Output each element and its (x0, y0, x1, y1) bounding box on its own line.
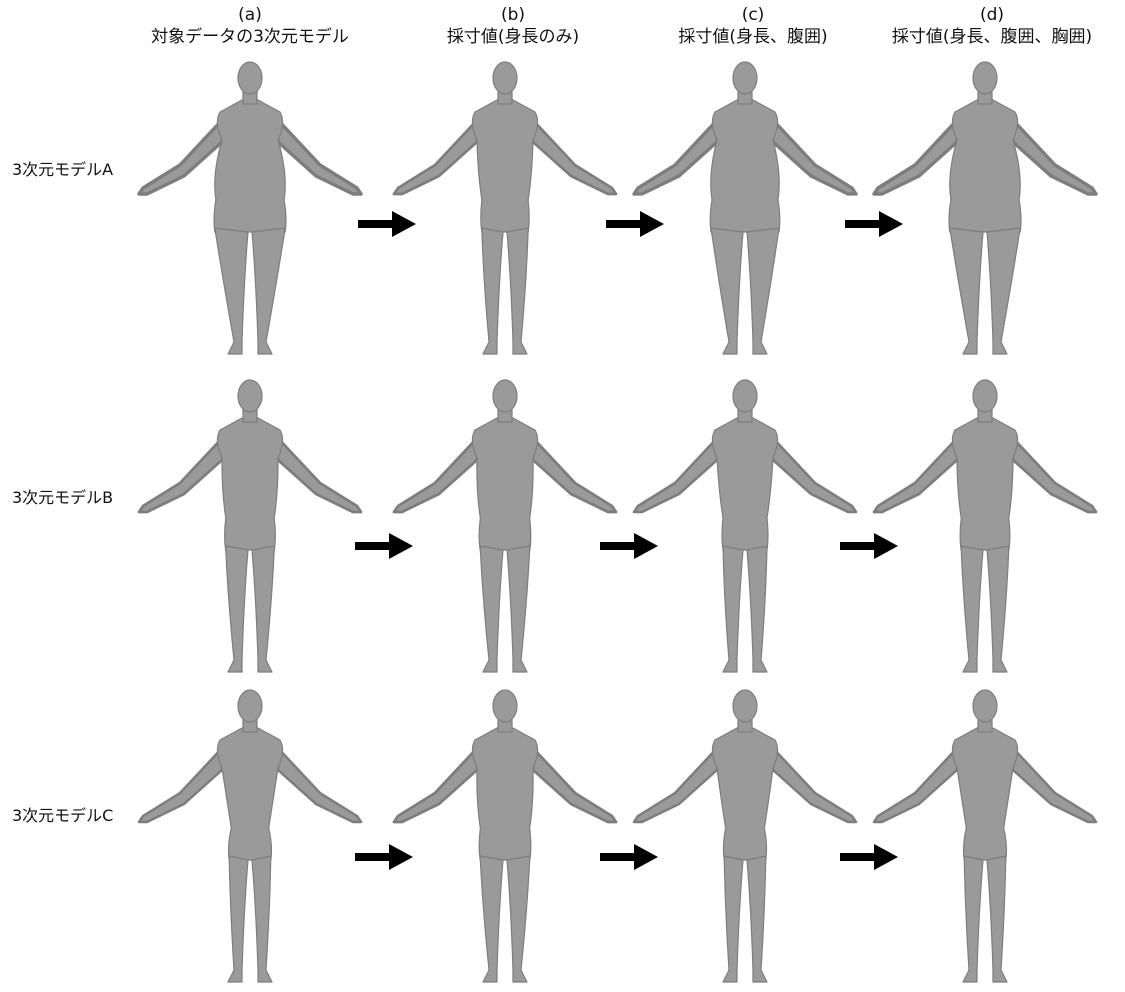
body-model-figure (860, 378, 1110, 678)
right-arrow-icon (845, 210, 903, 238)
column-header-a: (a) 対象データの3次元モデル (120, 4, 380, 48)
body-model-figure (125, 688, 375, 988)
column-title: 対象データの3次元モデル (120, 26, 380, 48)
right-arrow-icon (358, 210, 416, 238)
column-letter: (d) (862, 4, 1122, 26)
right-arrow-icon (355, 843, 413, 871)
body-model-figure (380, 688, 630, 988)
body-model-figure (860, 688, 1110, 988)
column-letter: (b) (383, 4, 643, 26)
body-model-figure (380, 60, 630, 360)
column-title: 採寸値(身長、腹囲、胸囲) (862, 26, 1122, 48)
right-arrow-icon (355, 532, 413, 560)
right-arrow-icon (600, 843, 658, 871)
body-model-figure (125, 60, 375, 360)
column-header-d: (d) 採寸値(身長、腹囲、胸囲) (862, 4, 1122, 48)
right-arrow-icon (606, 210, 664, 238)
right-arrow-icon (600, 532, 658, 560)
body-model-figure (620, 688, 870, 988)
column-letter: (a) (120, 4, 380, 26)
body-model-figure (125, 378, 375, 678)
right-arrow-icon (840, 843, 898, 871)
body-model-figure (380, 378, 630, 678)
column-header-c: (c) 採寸値(身長、腹囲) (623, 4, 883, 48)
column-letter: (c) (623, 4, 883, 26)
body-model-figure (620, 378, 870, 678)
column-title: 採寸値(身長、腹囲) (623, 26, 883, 48)
column-header-b: (b) 採寸値(身長のみ) (383, 4, 643, 48)
right-arrow-icon (840, 532, 898, 560)
column-title: 採寸値(身長のみ) (383, 26, 643, 48)
